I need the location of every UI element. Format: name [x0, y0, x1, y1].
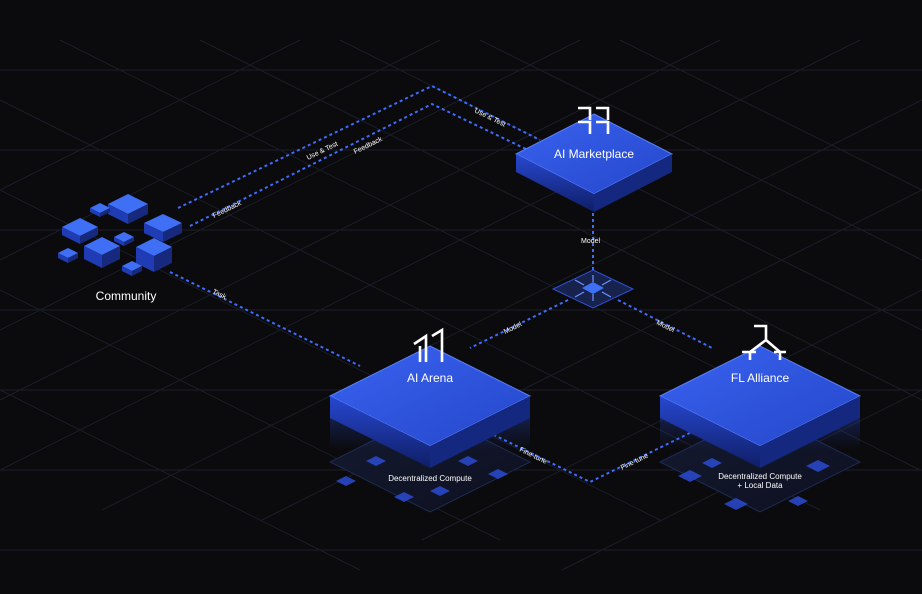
label-model-arena: Model — [503, 321, 524, 336]
arena-logo-icon — [413, 327, 444, 362]
flow-model-arena — [469, 299, 569, 349]
cube — [122, 261, 142, 276]
alliance-compute-label-1: Decentralized Compute — [718, 472, 802, 481]
hub-chip-icon — [574, 275, 612, 301]
alliance-logo-icon — [742, 324, 786, 360]
cube — [144, 214, 182, 242]
compute-tiles — [678, 458, 830, 510]
label-feedback-1: Feedback — [353, 136, 384, 156]
label-use-test-1: Use & Test — [306, 141, 339, 162]
arena-compute-label: Decentralized Compute — [388, 474, 472, 483]
ai-marketplace-label: AI Marketplace — [554, 147, 634, 161]
community-cluster[interactable]: Community — [58, 194, 182, 303]
cube — [58, 248, 78, 263]
cube — [84, 237, 120, 268]
flow-feedback — [189, 102, 529, 227]
fl-alliance-node[interactable]: Decentralized Compute + Local Data FL Al… — [658, 324, 862, 513]
fl-alliance-label: FL Alliance — [731, 371, 790, 385]
label-use-test-2: Use & Test — [473, 108, 506, 129]
cube — [108, 194, 148, 224]
cube — [62, 218, 98, 244]
label-model-up: Model — [581, 238, 601, 245]
community-label: Community — [96, 289, 157, 303]
hub-node[interactable] — [551, 269, 635, 309]
label-model-alliance: Model — [655, 320, 676, 335]
flow-task — [169, 271, 361, 367]
ai-arena-label: AI Arena — [407, 371, 453, 385]
flow-use-test — [177, 84, 541, 209]
cube — [114, 232, 134, 246]
label-finetune-2: Fine-tune — [620, 452, 650, 471]
cube — [136, 238, 172, 272]
ai-arena-node[interactable]: Decentralized Compute AI Arena — [328, 327, 532, 513]
ai-marketplace-node[interactable]: AI Marketplace — [514, 106, 674, 212]
alliance-compute-label-2: + Local Data — [737, 481, 783, 490]
cube — [90, 203, 110, 217]
compute-tiles — [336, 456, 508, 502]
marketplace-logo-icon — [578, 106, 610, 134]
